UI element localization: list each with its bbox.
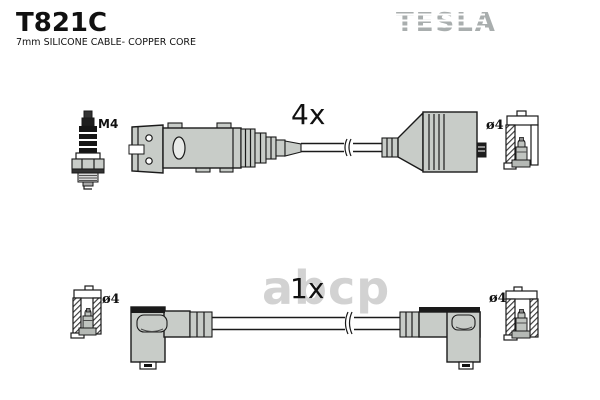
top-cable-assembly xyxy=(128,111,487,174)
right-angled-boot xyxy=(399,307,481,370)
bottom-left-terminal-diameter-label: ø4 xyxy=(102,292,120,307)
left-angled-boot xyxy=(130,306,213,370)
brand-logo-stripes xyxy=(393,13,485,28)
bottom-right-terminal-diameter-label: ø4 xyxy=(489,291,507,306)
top-cable xyxy=(301,142,382,153)
bottom-cable xyxy=(212,316,400,331)
top-kit: M4 4x xyxy=(71,98,539,190)
top-terminal-diameter-label: ø4 xyxy=(486,118,504,133)
terminal-cross-section-icon-bottom-right xyxy=(503,286,539,341)
terminal-pin xyxy=(511,309,531,339)
terminal-pin xyxy=(78,308,97,336)
terminal-cross-section-icon-bottom-left xyxy=(70,285,102,339)
bottom-kit: ø4 1x xyxy=(70,272,539,370)
part-number: T821C xyxy=(16,8,107,38)
spark-plug-icon xyxy=(71,110,105,190)
bottom-quantity-label: 1x xyxy=(290,272,324,305)
terminal-cross-section-icon-top xyxy=(503,110,539,170)
distributor-connector xyxy=(128,122,302,174)
terminal-pin xyxy=(511,137,531,168)
cable-break-mark xyxy=(344,311,353,335)
top-quantity-label: 4x xyxy=(291,98,325,131)
watermark-text: abcp xyxy=(262,261,390,315)
subtitle: 7mm SILICONE CABLE- COPPER CORE xyxy=(16,37,196,48)
spark-plug-thread-label: M4 xyxy=(98,117,118,131)
straight-boot-connector xyxy=(381,111,487,173)
bottom-cable-assembly xyxy=(130,306,481,370)
cable-break-mark xyxy=(344,138,352,157)
brand-logo: TESLA xyxy=(393,8,497,38)
brand-logo-text: TESLA xyxy=(396,8,497,38)
